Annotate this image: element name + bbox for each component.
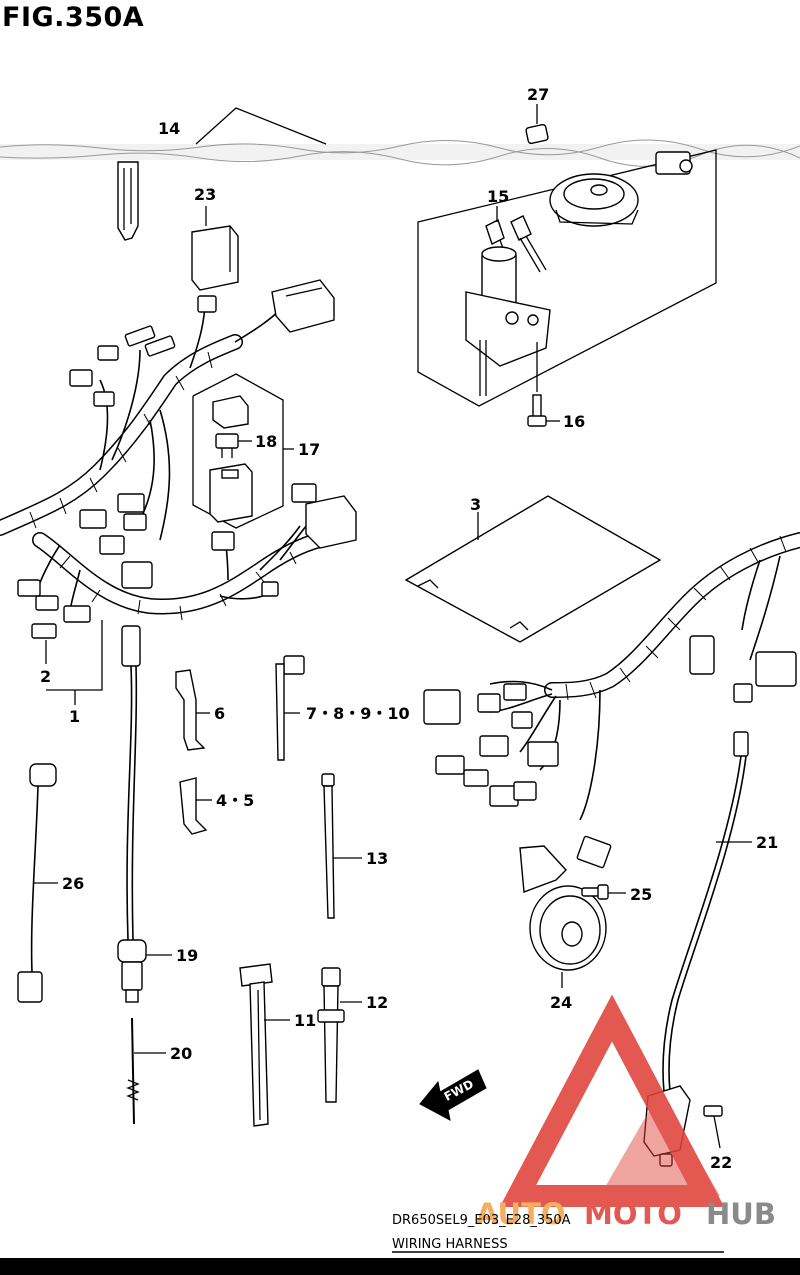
horn-bolt-part[interactable] <box>581 884 609 900</box>
callout-20: 20 <box>170 1044 192 1063</box>
callout-15: 15 <box>487 187 509 206</box>
leader-14 <box>195 107 327 145</box>
callout-17: 17 <box>298 440 320 459</box>
callout-3: 3 <box>470 495 481 514</box>
fuse-part[interactable] <box>215 433 239 458</box>
cable-band-part[interactable] <box>239 963 273 1127</box>
ignition-keys-part[interactable] <box>485 215 547 273</box>
callout-18: 18 <box>255 432 277 451</box>
callout-13: 13 <box>366 849 388 868</box>
callout-2: 2 <box>40 667 51 686</box>
relay-part[interactable] <box>191 225 239 291</box>
horn-part[interactable] <box>519 845 607 971</box>
clamp-part[interactable] <box>175 669 206 751</box>
callout-23: 23 <box>194 185 216 204</box>
fwd-arrow-icon: FWD <box>419 1069 487 1121</box>
fusebox-group-frame <box>192 373 284 529</box>
callout-7-10: 7・8・9・10 <box>306 704 410 723</box>
cover-clip-part[interactable] <box>655 151 693 175</box>
automotohub-logo: AUTO MOTO HUB <box>476 994 776 1231</box>
sub-wiring-harness[interactable] <box>423 532 800 869</box>
callout-16: 16 <box>563 412 585 431</box>
key-blank-part[interactable] <box>117 161 139 241</box>
section-name: WIRING HARNESS <box>392 1237 508 1252</box>
fuse-box-lid-part[interactable] <box>212 395 249 429</box>
callout-25: 25 <box>630 885 652 904</box>
callout-11: 11 <box>294 1011 316 1030</box>
figure-title: FIG.350A <box>2 2 145 33</box>
fuse-box-part[interactable] <box>209 463 253 523</box>
cable-tie-part[interactable] <box>275 655 305 761</box>
logo-word-hub: HUB <box>706 1197 776 1231</box>
callout-24: 24 <box>550 993 572 1012</box>
key-tag-part[interactable] <box>525 123 549 145</box>
callout-1: 1 <box>69 707 80 726</box>
callout-14: 14 <box>158 119 180 138</box>
callout-26: 26 <box>62 874 84 893</box>
main-wiring-harness[interactable] <box>0 279 357 639</box>
long-cable-tie-part[interactable] <box>321 773 335 919</box>
ignition-switch-part[interactable] <box>465 246 551 396</box>
callout-4-5: 4・5 <box>216 791 254 810</box>
leader-1 <box>46 620 103 691</box>
switch-screw-part[interactable] <box>703 1105 723 1149</box>
callout-21: 21 <box>756 833 778 852</box>
callout-22: 22 <box>710 1153 732 1172</box>
switch-bolt-part[interactable] <box>527 394 547 427</box>
model-code: DR650SEL9_E03_E28_350A <box>392 1213 571 1228</box>
bracket-part[interactable] <box>179 777 208 835</box>
instruction-sheet-part[interactable] <box>404 495 662 643</box>
callout-19: 19 <box>176 946 198 965</box>
sensor-lead-part[interactable] <box>17 763 57 1003</box>
logo-word-moto: MOTO <box>584 1197 682 1231</box>
strap-part[interactable] <box>317 967 345 1103</box>
ignition-cover-part[interactable] <box>549 173 639 227</box>
callout-6: 6 <box>214 704 225 723</box>
spring-pin-part[interactable] <box>126 1017 140 1125</box>
callout-12: 12 <box>366 993 388 1012</box>
callout-27: 27 <box>527 85 549 104</box>
sensor-part[interactable] <box>117 625 147 1003</box>
bottom-bar <box>0 1258 800 1275</box>
logo-word-auto: AUTO <box>476 1197 566 1231</box>
